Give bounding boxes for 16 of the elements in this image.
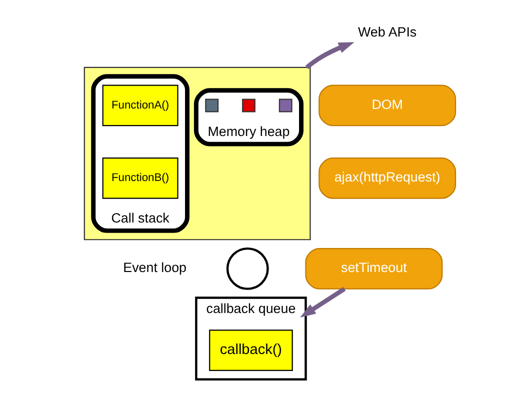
node-box: DOM [318,84,456,126]
node-box [278,98,292,112]
node-box [242,98,256,112]
node-circle [226,247,269,290]
cluster: Memory heap [194,88,304,146]
arrow [305,42,354,70]
node-box: FunctionB() [102,157,178,199]
node-text: Event loop [123,260,187,276]
node-box: FunctionA() [102,84,178,126]
node-text: Web APIs [358,24,417,40]
cluster [84,66,311,240]
node-box: callback() [209,330,293,371]
arrow [300,286,346,318]
node-box: setTimeout [305,248,443,290]
node-box [205,98,219,112]
node-box: ajax(httpRequest) [318,157,456,199]
